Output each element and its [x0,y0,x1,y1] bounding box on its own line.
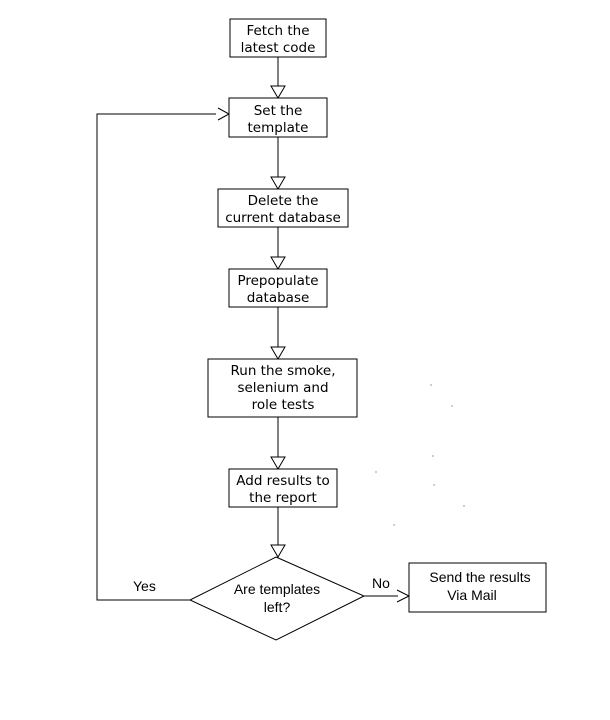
set-template-label-line2: template [248,120,309,136]
node-decision-templates-left [188,556,366,641]
speck [432,455,434,457]
decision-label-line2: left? [264,599,291,615]
set-template-label-line1: Set the [254,103,303,119]
arrowhead-into-set-template [270,85,286,99]
node-add-results [228,468,338,508]
fetch-label-line2: latest code [241,40,316,56]
add-results-label-line1: Add results to [236,473,330,489]
speck [375,471,377,473]
run-tests-label-line3: role tests [252,397,315,413]
arrowhead-into-prepopulate [270,256,286,270]
send-results-label-line2: Via Mail [447,587,497,603]
node-set-template [228,97,328,138]
node-fetch-latest-code [229,18,327,58]
run-tests-label-line1: Run the smoke, [230,363,335,379]
arrowhead-into-delete-db [270,176,286,190]
decision-label-line1: Are templates [234,581,320,597]
speck [433,484,435,486]
speck [393,524,395,526]
edge-label-no: No [372,575,390,591]
delete-db-label-line2: current database [225,210,341,226]
edge-decision-yes-loop [96,113,216,601]
speck [430,384,432,386]
speck [463,505,465,507]
edge-label-yes: Yes [133,578,156,594]
speck [451,405,453,407]
send-results-label-line1: Send the results [429,569,530,585]
arrowhead-into-add-results [270,456,286,470]
node-send-results [408,562,547,613]
node-delete-database [217,188,349,228]
node-prepopulate-database [228,268,328,308]
prepopulate-label-line1: Prepopulate [237,273,318,289]
delete-db-label-line1: Delete the [248,193,319,209]
node-run-tests [207,358,358,418]
run-tests-label-line2: selenium and [237,380,328,396]
arrowhead-into-decision [270,544,286,558]
arrowhead-yes-into-set-template [217,107,231,121]
fetch-label-line1: Fetch the [246,23,309,39]
arrowhead-no-into-send [396,589,411,603]
add-results-label-line2: the report [249,490,317,506]
arrowhead-into-run-tests [270,346,286,360]
prepopulate-label-line2: database [247,290,310,306]
